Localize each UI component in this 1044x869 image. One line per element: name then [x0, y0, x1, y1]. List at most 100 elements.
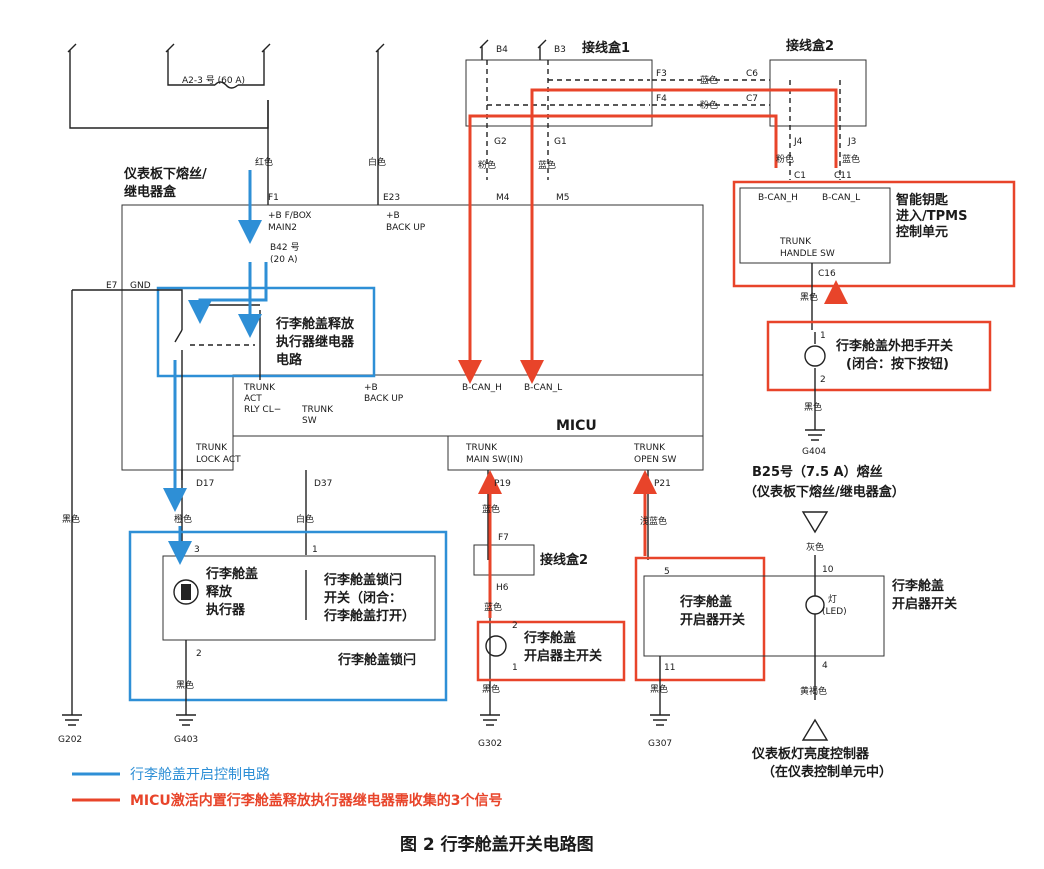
- relay-title: 执行器继电器: [276, 334, 355, 350]
- pin-label: C6: [746, 69, 758, 79]
- jb2-title: 接线盒2: [786, 38, 834, 54]
- pin-label: C7: [746, 94, 758, 104]
- latch-title: 行李舱盖锁闩: [337, 652, 416, 668]
- pin-desc: HANDLE SW: [780, 249, 835, 259]
- pin-label: H6: [496, 583, 509, 593]
- pin-label: 1: [820, 331, 826, 341]
- wire-color: 黑色: [804, 401, 822, 413]
- pin-label: D17: [196, 479, 214, 489]
- pin-desc: B-CAN_L: [524, 383, 562, 393]
- pin-desc: TRUNK: [633, 443, 666, 453]
- jb2-mid-title: 接线盒2: [540, 552, 588, 568]
- pin-label: 1: [512, 663, 518, 673]
- exterior-handle-switch-box: [766, 320, 992, 392]
- pin-label: 3: [194, 545, 200, 555]
- wire-color: 黑色: [482, 683, 500, 695]
- a23-label: A2-3 号 (60 A): [182, 75, 245, 86]
- relay-title: 行李舱盖释放: [275, 316, 355, 332]
- actuator-title: 释放: [206, 584, 233, 600]
- junction-box-1: [465, 59, 653, 127]
- pin-desc: B-CAN_L: [822, 193, 860, 203]
- smart-key-title: 智能钥匙: [896, 192, 949, 208]
- wire-color: 蓝色: [842, 153, 860, 165]
- wire-color: 浅蓝色: [640, 515, 667, 527]
- pin-desc: TRUNK: [465, 443, 498, 453]
- pin-label: F4: [656, 94, 667, 104]
- jb1-title: 接线盒1: [582, 40, 630, 56]
- pin-label: F3: [656, 69, 667, 79]
- pin-label: P21: [654, 479, 671, 489]
- pin-label: M4: [496, 193, 510, 203]
- b25-title: （仪表板下熔丝/继电器盒）: [744, 484, 905, 500]
- wire-color: 粉色: [700, 99, 718, 111]
- wire-color: 白色: [368, 156, 386, 168]
- wire-color: 粉色: [776, 153, 794, 165]
- lock-switch-title: 开关（闭合：: [324, 590, 402, 606]
- opener-right-title: 行李舱盖: [891, 578, 944, 594]
- latch-box: [128, 530, 448, 702]
- pin-label: B3: [554, 45, 566, 55]
- pin-desc: SW: [302, 416, 317, 426]
- smart-key-title: 控制单元: [896, 224, 948, 240]
- fuse-label: (20 A): [270, 255, 298, 265]
- main-switch-box: [476, 620, 626, 682]
- pin-label: C11: [834, 171, 852, 181]
- pin-desc: TRUNK: [301, 405, 334, 415]
- pin-desc: TRUNK: [779, 237, 812, 247]
- wire-color: 蓝色: [482, 503, 500, 515]
- pin-desc: B-CAN_H: [758, 193, 798, 203]
- pin-label: C1: [794, 171, 806, 181]
- pin-label: 2: [512, 621, 518, 631]
- wire-color: 蓝色: [538, 159, 556, 171]
- dimmer-title: （在仪表控制单元中）: [762, 764, 892, 780]
- ground-label: G302: [478, 739, 502, 749]
- pin-label: J3: [847, 137, 856, 147]
- pin-label: F7: [498, 533, 509, 543]
- ground-label: G307: [648, 739, 672, 749]
- smart-key-box: [732, 180, 1016, 288]
- b25-title: B25号（7.5 A）熔丝: [752, 464, 883, 480]
- pin-label: P19: [494, 479, 511, 489]
- pin-label: 2: [820, 375, 826, 385]
- wire-color: 蓝色: [700, 74, 718, 86]
- pin-desc: BACK UP: [364, 394, 404, 404]
- wire-color: 蓝色: [484, 601, 502, 613]
- ext-switch-title: (闭合：按下按钮): [846, 356, 949, 372]
- opener-title: 开启器开关: [680, 612, 745, 628]
- junction-box-2-top: [769, 59, 867, 127]
- wire-color: 黄褐色: [800, 685, 827, 697]
- ground-label: G403: [174, 735, 198, 745]
- pin-desc: LOCK ACT: [196, 455, 241, 465]
- pin-label: 10: [822, 565, 834, 575]
- lock-switch-title: 行李舱盖打开）: [323, 608, 415, 624]
- main-switch-title: 开启器主开关: [524, 648, 602, 664]
- wire-color: 黑色: [62, 513, 80, 525]
- pin-desc: MAIN SW(IN): [466, 455, 523, 465]
- wire-color: 黑色: [650, 683, 668, 695]
- pin-desc: GND: [130, 281, 151, 291]
- actuator-title: 执行器: [206, 602, 246, 618]
- pin-label: 11: [664, 663, 675, 673]
- pin-desc: TRUNK: [195, 443, 228, 453]
- pin-label: G2: [494, 137, 507, 147]
- micu-title: MICU: [556, 418, 597, 434]
- wire-color: 黑色: [176, 679, 194, 691]
- pin-label: E23: [383, 193, 400, 203]
- pin-desc: RLY CL−: [244, 405, 281, 415]
- pin-label: 1: [312, 545, 318, 555]
- pin-label: B4: [496, 45, 508, 55]
- pin-label: 5: [664, 567, 670, 577]
- legend-red: MICU激活内置行李舱盖释放执行器继电器需收集的3个信号: [130, 792, 503, 809]
- pin-desc: B-CAN_H: [462, 383, 502, 393]
- dimmer-title: 仪表板灯亮度控制器: [751, 746, 870, 762]
- lamp-label: (LED): [822, 607, 847, 617]
- pin-label: G1: [554, 137, 567, 147]
- pin-label: 4: [822, 661, 828, 671]
- micu-box: [121, 204, 704, 471]
- actuator-title: 行李舱盖: [205, 566, 258, 582]
- smart-key-title: 进入/TPMS: [896, 209, 967, 224]
- wire-color: 灰色: [806, 541, 824, 553]
- wire-color: 橙色: [174, 513, 192, 525]
- battery-feed: [67, 43, 385, 205]
